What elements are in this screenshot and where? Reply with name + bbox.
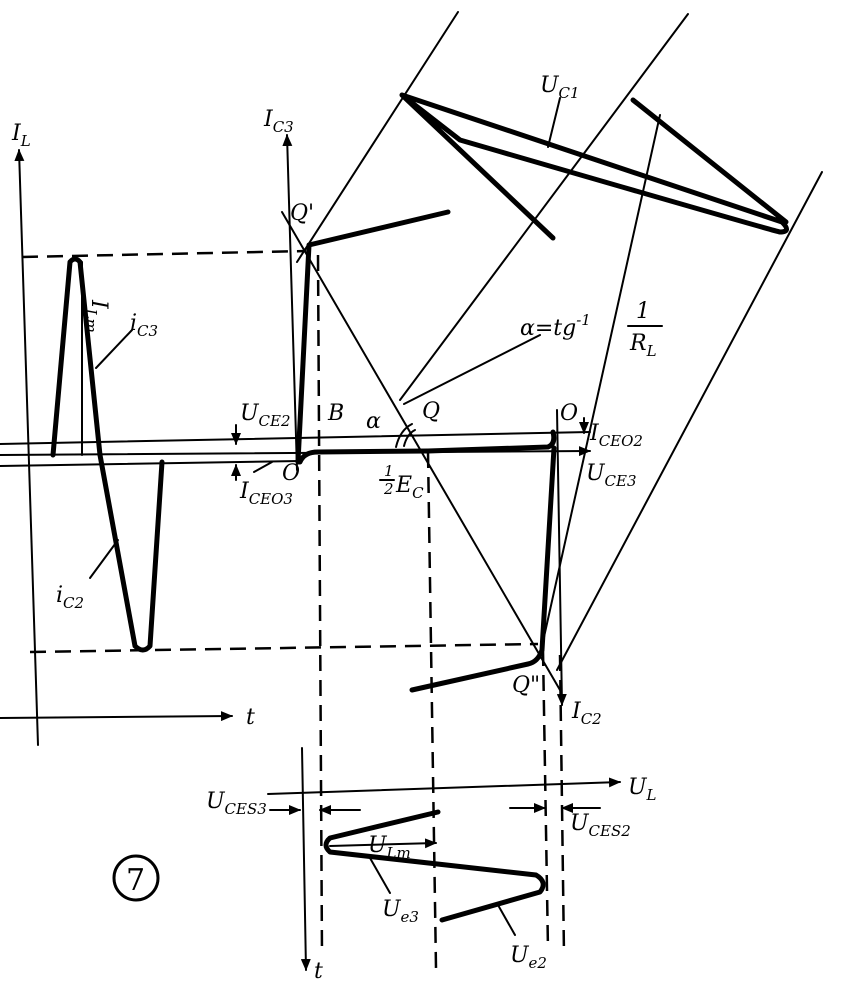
half-ec-denominator: 2 [383, 480, 394, 498]
figure-number: 7 [126, 863, 145, 898]
alpha-leader [403, 334, 541, 405]
alpha-equation: α=tg-1 [520, 311, 591, 341]
t-axis-bottom-label: t [314, 959, 323, 984]
diag-line-3 [539, 114, 661, 656]
ic3-axis-label: IC3 [263, 107, 294, 136]
ue2-leader [497, 904, 516, 936]
o-left-label: O [282, 461, 300, 486]
iceo3-leader [253, 461, 273, 473]
ue2-label: Ue2 [510, 943, 547, 972]
ilm-label: ILm [82, 299, 111, 333]
ic3-leader [95, 329, 133, 369]
half-ec-label: EC [395, 473, 424, 502]
ulm-label: ULm [368, 833, 411, 862]
ic2-leader [89, 539, 119, 579]
t-axis-bottom [300, 747, 311, 971]
iceo2-label: ICEO2 [589, 421, 643, 450]
projection-center-vertical [426, 451, 438, 969]
o-right-label: O [560, 401, 578, 426]
ic2-axis-label: IC2 [571, 699, 602, 728]
alpha-arc-outer [395, 423, 413, 448]
ic3-curve-label: iC3 [130, 311, 158, 340]
alpha-eq-numerator: 1 [636, 299, 650, 324]
ic3-pulse [50, 256, 103, 458]
uc1-leader [547, 97, 561, 148]
figure-number-circle [112, 854, 160, 902]
projection-q-prime [21, 249, 307, 259]
half-ec-numerator: 1 [384, 462, 394, 480]
uces2-label: UCES2 [570, 811, 631, 840]
projection-left-vertical [316, 254, 324, 956]
ic2-curve-label: iC2 [56, 583, 84, 612]
axis-line-lower [0, 460, 301, 467]
ic2-axis [556, 409, 567, 706]
ul-axis [267, 777, 621, 795]
uc1-label: UC1 [540, 73, 580, 102]
iceo3-flat [297, 448, 431, 465]
ic3-characteristic [295, 209, 451, 465]
alpha-label: α [366, 409, 381, 434]
ue3-leader [369, 857, 391, 894]
q-dprime-label: Q" [512, 673, 540, 698]
t-axis-left-label: t [246, 705, 255, 730]
projection-q-dprime [29, 642, 539, 654]
uces3-label: UCES3 [206, 789, 267, 818]
projection-right-vertical [541, 649, 550, 951]
uc1-waveform [399, 92, 789, 241]
il-axis [14, 149, 39, 746]
diag-line-4 [556, 171, 823, 671]
iceo3-label: ICEO3 [239, 479, 293, 508]
ic2-characteristic [409, 445, 557, 693]
alpha-eq-denominator: RL [629, 331, 657, 360]
uce2-label: UCE2 [240, 401, 291, 430]
ulm-arrow [329, 838, 437, 849]
alpha-arc-inner [403, 429, 416, 447]
axis-line-mid [0, 446, 591, 457]
q-prime-label: Q' [290, 201, 314, 226]
uce3-label: UCE3 [586, 461, 637, 490]
ic3-axis [282, 134, 298, 471]
il-axis-label: IL [11, 121, 31, 150]
b-label: B [327, 401, 344, 426]
t-axis-left [0, 711, 233, 722]
axis-line-upper [0, 431, 591, 445]
diag-line-2 [399, 13, 689, 401]
ul-axis-label: UL [628, 775, 657, 804]
ue3-label: Ue3 [382, 897, 419, 926]
ul-waveform [323, 809, 546, 923]
diag-line-1 [296, 11, 459, 263]
q-label: Q [422, 399, 440, 424]
iceo2-flat [425, 429, 557, 454]
